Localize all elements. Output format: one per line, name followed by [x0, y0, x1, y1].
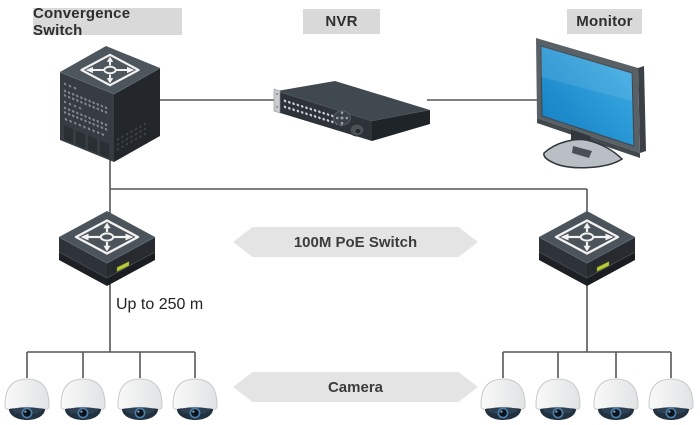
camera-icon	[535, 378, 581, 421]
camera-icon	[60, 378, 106, 421]
device-label-monitor: Monitor	[567, 9, 642, 34]
switch-front-ports	[63, 82, 109, 158]
camera-icon	[480, 378, 526, 421]
camera-icon	[4, 378, 50, 421]
camera-icon	[117, 378, 163, 421]
nvr-device	[273, 81, 430, 141]
camera-icon	[593, 378, 639, 421]
banner-poe-switch: 100M PoE Switch	[233, 227, 478, 257]
camera-icon	[648, 378, 694, 421]
poe-switch-right-device	[539, 211, 635, 286]
switch-side-vents	[116, 122, 147, 151]
monitor-device	[536, 38, 646, 169]
monitor-screen	[540, 45, 635, 147]
device-label-convergence-switch: Convergence Switch	[33, 5, 182, 39]
device-label-nvr: NVR	[303, 9, 380, 34]
connection-lines	[26, 99, 672, 378]
distance-annotation: Up to 250 m	[116, 296, 204, 313]
convergence-switch-device	[59, 46, 161, 162]
camera-icon	[172, 378, 218, 421]
poe-switch-left-device	[59, 211, 155, 286]
nvr-front-ports	[283, 99, 343, 126]
banner-camera: Camera	[233, 372, 478, 402]
